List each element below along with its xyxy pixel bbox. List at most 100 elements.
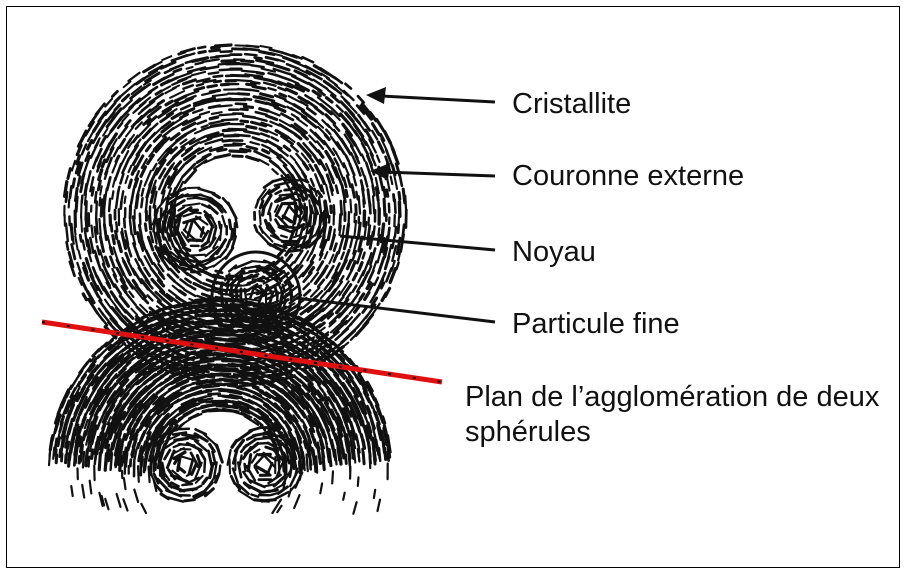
crystallite-stroke — [285, 190, 291, 191]
crystallite-stroke — [179, 207, 185, 211]
crystallite-stroke — [302, 456, 303, 469]
crystallite-stroke — [232, 230, 233, 240]
crystallite-stroke — [387, 190, 388, 196]
crystallite-stroke — [209, 394, 220, 395]
crystallite-stroke — [256, 267, 265, 268]
crystallite-stroke — [276, 220, 280, 227]
crystallite-stroke — [82, 196, 83, 203]
crystallite-stroke — [256, 112, 267, 115]
crystallite-stroke — [245, 464, 246, 471]
crystallite-stroke — [318, 191, 322, 196]
crystallite-stroke — [247, 147, 257, 150]
crystallite-stroke — [283, 459, 284, 472]
crystallite-stroke — [344, 238, 347, 249]
crystallite-stroke — [289, 489, 292, 497]
crystallite-stroke — [123, 95, 129, 101]
crystallite-stroke — [257, 60, 273, 63]
crystallite-stroke — [227, 240, 230, 247]
crystallite-stroke — [133, 281, 136, 286]
crystallite-stroke — [394, 174, 397, 189]
crystallite-stroke — [320, 160, 326, 170]
crystallite-stroke — [144, 299, 148, 303]
crystallite-stroke — [244, 483, 249, 488]
crystallite-stroke — [79, 251, 81, 259]
crystallite-stroke — [228, 203, 236, 218]
crystallite-stroke — [209, 206, 217, 213]
crystallite-stroke — [251, 300, 259, 301]
crystallite-stroke — [165, 450, 170, 459]
crystallite-stroke — [268, 203, 271, 214]
crystallite-stroke — [83, 241, 85, 250]
crystallite-stroke — [251, 276, 257, 277]
crystallite-stroke — [80, 235, 81, 241]
crystallite-stroke — [146, 146, 150, 151]
label-couronne-externe: Couronne externe — [512, 162, 744, 191]
crystallite-stroke — [343, 449, 344, 457]
crystallite-stroke — [358, 96, 364, 102]
crystallite-stroke — [236, 104, 246, 105]
crystallite-stroke — [222, 216, 225, 227]
crystallite-stroke — [105, 99, 112, 107]
crystallite-stroke — [189, 286, 195, 289]
crystallite-stroke — [131, 189, 134, 204]
crystallite-stroke — [185, 54, 194, 57]
crystallite-stroke — [250, 90, 258, 91]
crystallite-stroke — [398, 225, 399, 233]
crystallite-stroke — [229, 129, 246, 130]
crystallite-stroke — [115, 97, 120, 102]
crystallite-stroke — [243, 317, 252, 319]
label-cristallite: Cristallite — [512, 90, 631, 119]
crystallite-stroke — [75, 236, 77, 249]
crystallite-stroke — [334, 205, 335, 214]
crystallite-stroke — [182, 484, 192, 485]
crystallite-stroke — [360, 294, 363, 299]
crystallite-stroke — [159, 179, 163, 189]
crystallite-stroke — [247, 157, 259, 161]
crystallite-stroke — [199, 450, 204, 459]
crystallite-stroke — [105, 499, 108, 509]
crystallite-stroke — [138, 233, 140, 243]
crystallite-stroke — [374, 490, 375, 498]
crystallite-stroke — [115, 285, 121, 294]
crystallite-stroke — [285, 101, 293, 105]
crystallite-stroke — [174, 69, 181, 72]
crystallite-stroke — [365, 176, 368, 186]
crystallite-stroke — [209, 72, 218, 73]
crystallite-stroke — [275, 75, 290, 80]
crystallite-stroke — [327, 98, 332, 102]
crystallite-stroke — [118, 187, 120, 195]
label-particule-fine: Particule fine — [512, 310, 680, 339]
crystallite-stroke — [96, 218, 97, 233]
crystallite-stroke — [250, 271, 257, 272]
crystallite-stroke — [126, 121, 131, 126]
crystallite-stroke — [215, 155, 230, 158]
crystallite-stroke — [134, 490, 138, 503]
crystallite-stroke — [344, 163, 349, 175]
crystallite-stroke — [311, 206, 313, 213]
crystallite-stroke — [318, 127, 326, 135]
crystallite-stroke — [256, 118, 267, 121]
crystallite-stroke — [343, 493, 345, 500]
crystallite-stroke — [77, 263, 80, 273]
crystallite-stroke — [254, 450, 259, 453]
crystallite-stroke — [142, 189, 144, 196]
crystallite-stroke — [277, 250, 283, 256]
crystallite-stroke — [110, 257, 114, 267]
crystallite-stroke — [200, 112, 209, 115]
crystallite-stroke — [135, 450, 137, 459]
crystallite-stroke — [219, 466, 220, 473]
crystallite-stroke — [69, 200, 70, 208]
crystallite-stroke — [210, 90, 219, 92]
crystallite-stroke — [213, 94, 227, 96]
crystallite-stroke — [79, 131, 87, 146]
crystallite-stroke — [292, 198, 298, 200]
crystallite-stroke — [212, 112, 222, 114]
crystallite-stroke — [248, 455, 250, 471]
crystallite-stroke — [391, 177, 393, 185]
crystallite-stroke — [203, 478, 207, 483]
crystallite-stroke — [82, 173, 84, 183]
crystallite-stroke — [395, 200, 396, 213]
crystallite-stroke — [325, 135, 329, 140]
crystallite-stroke — [310, 457, 311, 469]
